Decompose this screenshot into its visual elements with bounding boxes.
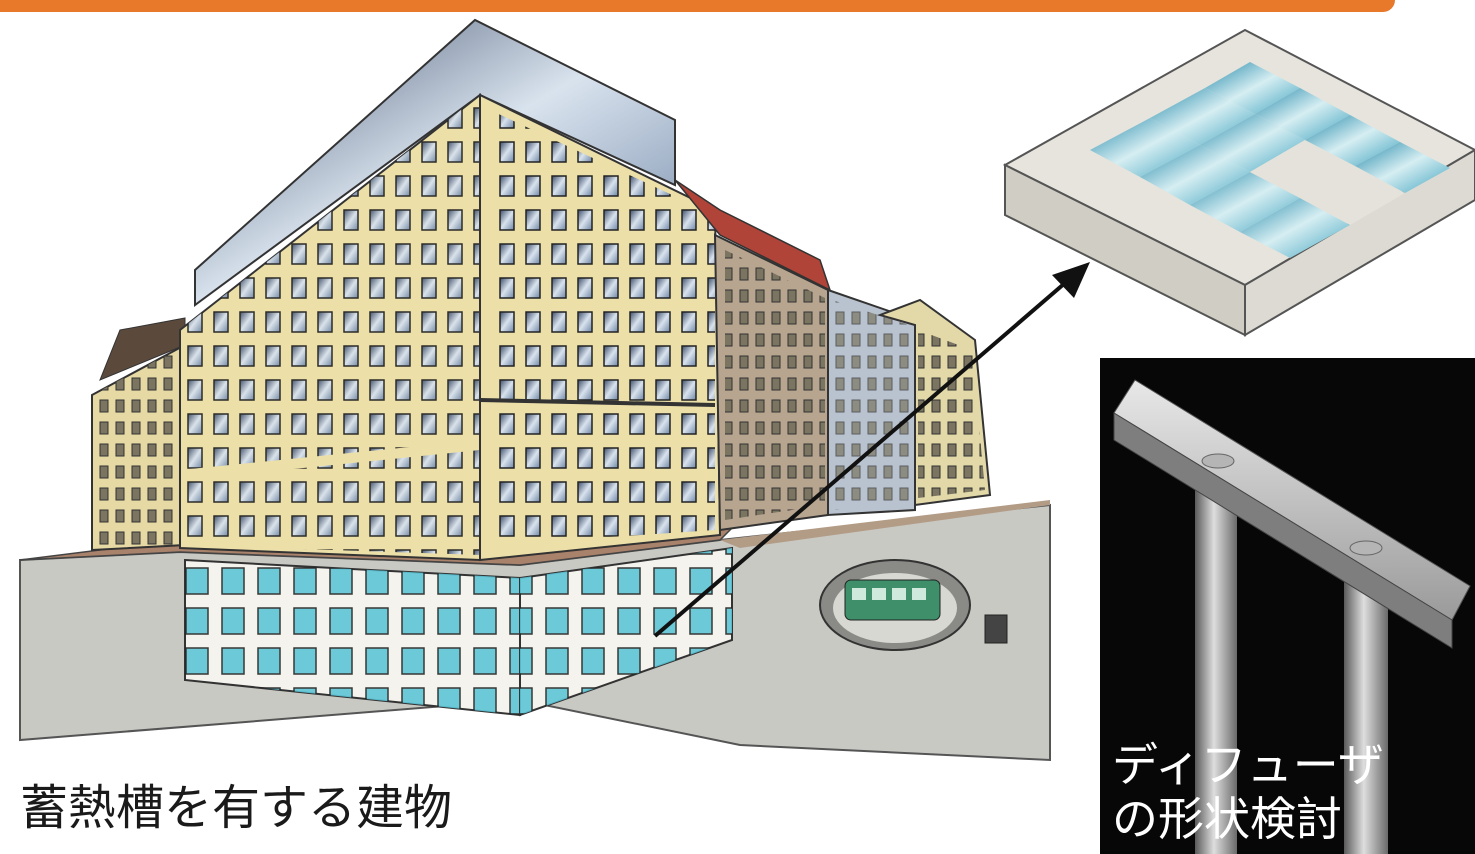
subway-tunnel [819, 559, 1008, 651]
basement-storage-tank [184, 546, 733, 717]
diffuser-caption-line1: ディフューザ [1112, 738, 1384, 792]
diffuser-render [1113, 379, 1471, 854]
header-accent-bar [0, 0, 1395, 12]
diffuser-channel [1113, 379, 1471, 621]
diffuser-render-panel: ディフューザ の形状検討 [1100, 358, 1475, 854]
main-building [179, 18, 722, 562]
glass-building [827, 288, 916, 517]
right-building [876, 298, 992, 507]
building-caption: 蓄熱槽を有する建物 [20, 780, 453, 836]
left-building [91, 317, 186, 552]
diffuser-caption-line2: の形状検討 [1112, 792, 1342, 846]
diffuser-caption: ディフューザ の形状検討 [1112, 738, 1472, 846]
storage-tank-grid [1002, 28, 1475, 337]
ornate-building [674, 179, 832, 532]
diffuser-pipe-left [1195, 463, 1237, 854]
pointer-arrow [653, 262, 1090, 638]
